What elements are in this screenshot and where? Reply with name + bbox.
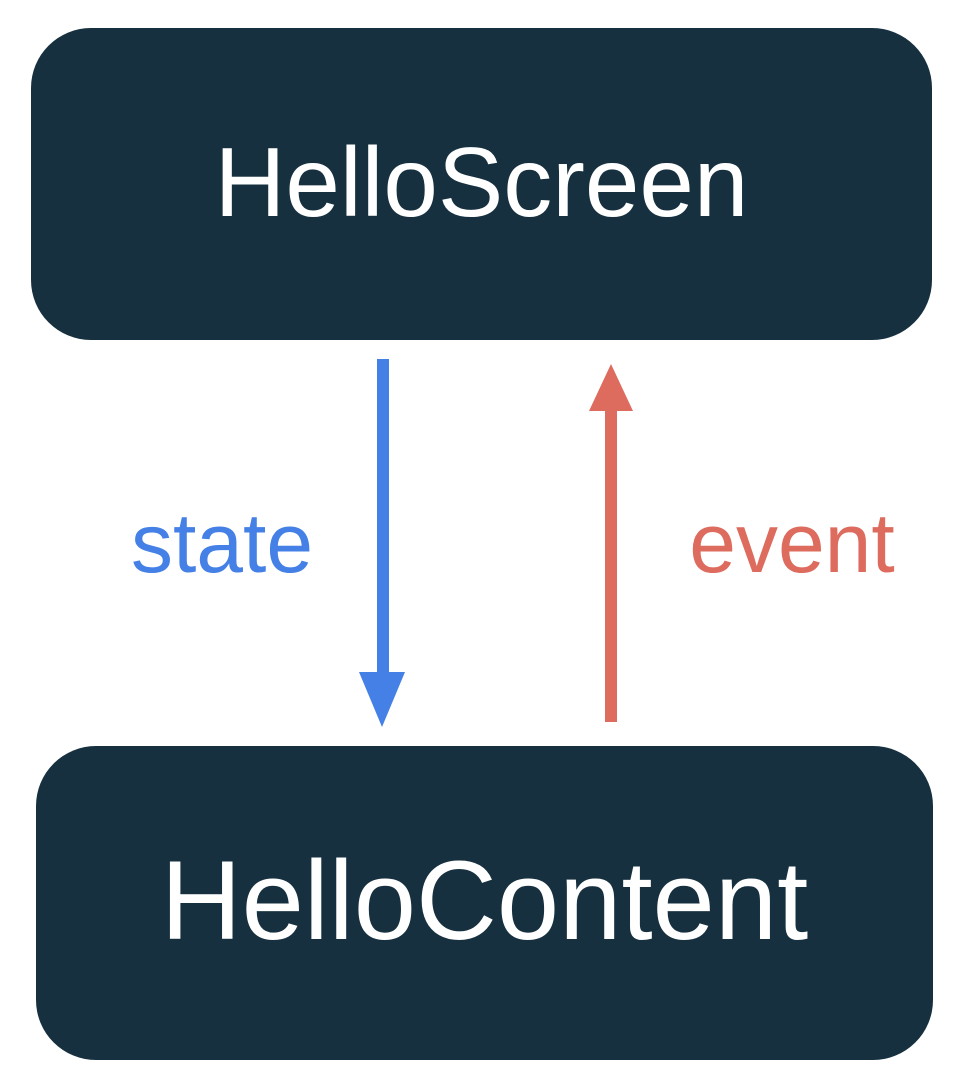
node-hellocontent: HelloContent <box>36 746 933 1060</box>
node-helloscreen: HelloScreen <box>31 28 932 340</box>
state-edge-label: state <box>130 496 314 590</box>
event-arrowhead-icon <box>589 364 633 411</box>
node-helloscreen-label: HelloScreen <box>214 127 749 237</box>
event-arrow-up <box>589 364 633 722</box>
state-arrow-shaft <box>377 359 389 675</box>
state-arrowhead-icon <box>359 672 405 727</box>
node-hellocontent-label: HelloContent <box>160 838 809 963</box>
event-edge-label: event <box>689 496 895 590</box>
event-arrow-shaft <box>605 408 617 722</box>
state-arrow-down <box>359 359 405 727</box>
